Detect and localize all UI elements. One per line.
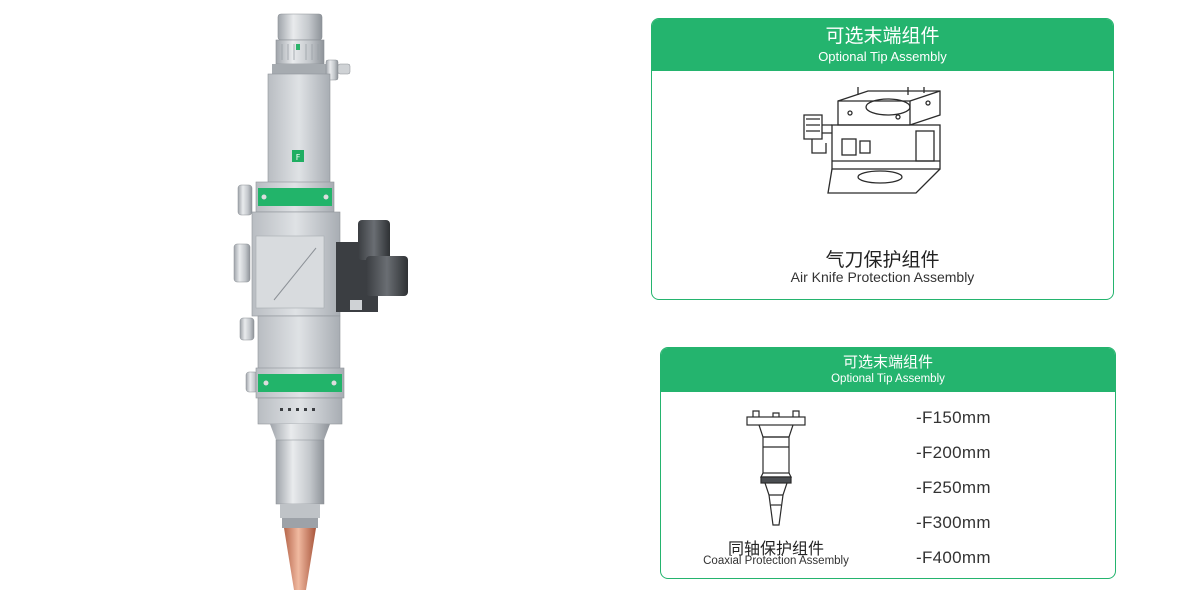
air-knife-header-cn: 可选末端组件	[825, 25, 940, 47]
coaxial-card: 可选末端组件 Optional Tip Assembly 同轴保护组件 Coax…	[660, 347, 1116, 579]
focal-length-item: -F400mm	[916, 548, 991, 567]
air-knife-header-en: Optional Tip Assembly	[818, 49, 947, 64]
product-image: F	[200, 0, 460, 600]
focal-length-item: -F300mm	[916, 513, 991, 532]
coaxial-header-cn: 可选末端组件	[842, 353, 933, 371]
coaxial-header-en: Optional Tip Assembly	[831, 373, 945, 385]
focal-length-list: -F150mm -F200mm -F250mm -F300mm -F400mm	[916, 408, 991, 578]
svg-text:F: F	[296, 153, 301, 162]
air-knife-card-header: 可选末端组件 Optional Tip Assembly	[652, 19, 1113, 71]
focal-length-item: -F150mm	[916, 408, 991, 427]
coaxial-card-header: 可选末端组件 Optional Tip Assembly	[661, 348, 1115, 392]
laser-cutting-head-illustration: F	[233, 13, 408, 590]
air-knife-card: 可选末端组件 Optional Tip Assembly	[651, 18, 1114, 300]
air-knife-title-cn: 气刀保护组件	[825, 249, 940, 271]
coaxial-title-cn: 同轴保护组件	[727, 539, 824, 558]
coaxial-title-en: Coaxial Protection Assembly	[703, 555, 849, 567]
air-knife-title-en: Air Knife Protection Assembly	[790, 269, 975, 285]
focal-length-item: -F200mm	[916, 443, 991, 462]
focal-length-item: -F250mm	[916, 478, 991, 497]
coaxial-assembly-drawing	[746, 410, 806, 526]
air-knife-assembly-drawing	[803, 87, 941, 194]
